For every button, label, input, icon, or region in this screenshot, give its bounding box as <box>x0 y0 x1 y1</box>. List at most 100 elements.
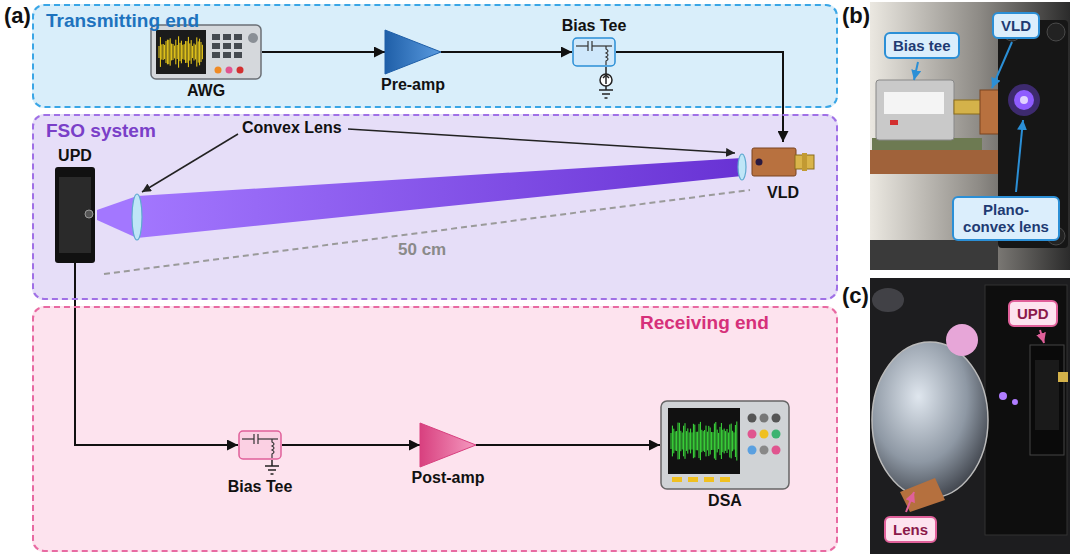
signal-analyzer-icon <box>671 422 737 461</box>
photo-c-leader <box>1040 330 1044 343</box>
photo-callout: UPD <box>1008 300 1058 327</box>
photo-c <box>1058 372 1068 382</box>
callout-text: VLD <box>1001 17 1031 34</box>
laser-beam <box>97 158 742 238</box>
photo-callout: Lens <box>884 516 937 543</box>
photo-b <box>954 100 982 114</box>
photodetector-icon <box>85 210 93 218</box>
photo-c <box>900 478 945 512</box>
photo-c <box>985 285 1067 535</box>
awg-instrument-icon <box>223 43 231 49</box>
signal-connector <box>75 263 238 445</box>
awg-instrument-icon <box>237 67 244 74</box>
ground-symbol <box>271 473 274 475</box>
ground-symbol <box>605 67 607 74</box>
photo-b <box>1014 90 1034 110</box>
laser-diode-icon <box>802 153 807 171</box>
photo-b <box>870 2 1070 270</box>
signal-connector <box>476 444 660 446</box>
callout-text: Lens <box>893 521 928 538</box>
component-label: Post-amp <box>412 469 485 487</box>
bias-tee-box-icon <box>272 439 274 458</box>
component-label: DSA <box>708 492 742 510</box>
bias-tee-box-icon <box>576 41 612 65</box>
bias-tee-box: Bias Tee <box>572 37 616 67</box>
signal-analyzer-icon <box>760 430 769 439</box>
photo-b-leader <box>914 62 918 80</box>
photo-b-leader <box>992 42 1012 88</box>
panel-title: Transmitting end <box>46 10 836 32</box>
awg-instrument-icon <box>234 34 242 40</box>
photo-c <box>1030 345 1064 455</box>
post-amplifier: Post-amp <box>420 423 476 467</box>
awg-instrument-icon <box>212 34 220 40</box>
signal-analyzer-icon <box>748 414 757 423</box>
signal-analyzer-icon <box>661 401 789 489</box>
photo-b <box>876 80 954 140</box>
signal-analyzer-icon <box>720 477 730 482</box>
component-label: VLD <box>767 184 799 202</box>
photo-c <box>872 288 904 312</box>
pre-amplifier: Pre-amp <box>385 30 441 74</box>
bias-tee-box-icon <box>238 430 282 460</box>
laser-diode-icon <box>752 142 814 182</box>
signal-analyzer-icon <box>668 408 740 474</box>
convex-lens <box>132 194 142 240</box>
ground-symbol <box>605 97 608 99</box>
photodetector: UPD <box>55 167 95 263</box>
lens-label: Convex Lens <box>242 119 342 137</box>
signal-connector <box>441 51 572 53</box>
awg-instrument-icon <box>234 52 242 58</box>
laser-diode-icon <box>756 159 763 166</box>
ground-symbol <box>600 74 612 86</box>
ground-symbol <box>271 460 273 466</box>
laser-beam <box>97 196 137 238</box>
convex-lens <box>132 154 746 240</box>
bias-tee-box-icon <box>239 431 281 459</box>
signal-analyzer-icon <box>748 446 757 455</box>
photo-c <box>1035 360 1059 430</box>
photo-b <box>870 2 1070 270</box>
bias-tee-box-icon <box>592 45 612 46</box>
signal-analyzer-icon <box>660 400 790 490</box>
photo-b <box>870 150 1000 174</box>
photo-c <box>946 324 978 356</box>
lens-leader-line <box>142 134 238 192</box>
distance-line <box>104 190 750 274</box>
photo-c-leader <box>906 330 1044 512</box>
photo-callout: Plano-convex lens <box>952 196 1060 241</box>
bias-tee-box-icon <box>242 438 254 439</box>
callout-text: Bias tee <box>893 37 951 54</box>
ground-symbol <box>603 75 609 78</box>
laser-diode: VLD <box>752 142 814 182</box>
signal-analyzer-icon <box>760 414 769 423</box>
awg-instrument-icon <box>234 43 242 49</box>
photo-callout: VLD <box>992 12 1040 39</box>
component-label: Bias Tee <box>228 478 293 496</box>
photo-b <box>980 90 1000 134</box>
awg-instrument: AWG <box>150 24 262 80</box>
panel-letter: (a) <box>4 3 31 29</box>
signal-analyzer-icon <box>704 477 714 482</box>
panel-fill <box>32 306 838 552</box>
signal-connector <box>616 52 783 142</box>
panel-letter: (b) <box>842 3 870 29</box>
callout-text: UPD <box>1017 305 1049 322</box>
pre-amplifier-icon <box>385 30 441 74</box>
photo-b <box>1047 23 1065 41</box>
awg-instrument-icon <box>223 34 231 40</box>
post-amplifier-icon <box>420 423 476 467</box>
distance-label: 50 cm <box>398 240 446 260</box>
lens-leader-line <box>348 129 735 153</box>
fso-panel: VLDUPDFSO system <box>32 114 838 300</box>
photodetector-icon <box>55 167 95 263</box>
awg-instrument-icon <box>248 33 258 43</box>
bias-tee-box-icon <box>242 434 278 458</box>
signal-analyzer: DSA <box>660 400 790 490</box>
component-label: Bias Tee <box>562 17 627 35</box>
bias-tee-box: Bias Tee <box>238 430 282 460</box>
signal-analyzer-icon <box>772 446 781 455</box>
transmitting-panel: AWGPre-ampBias TeeTransmitting end <box>32 4 838 108</box>
photo-c <box>1012 399 1018 405</box>
